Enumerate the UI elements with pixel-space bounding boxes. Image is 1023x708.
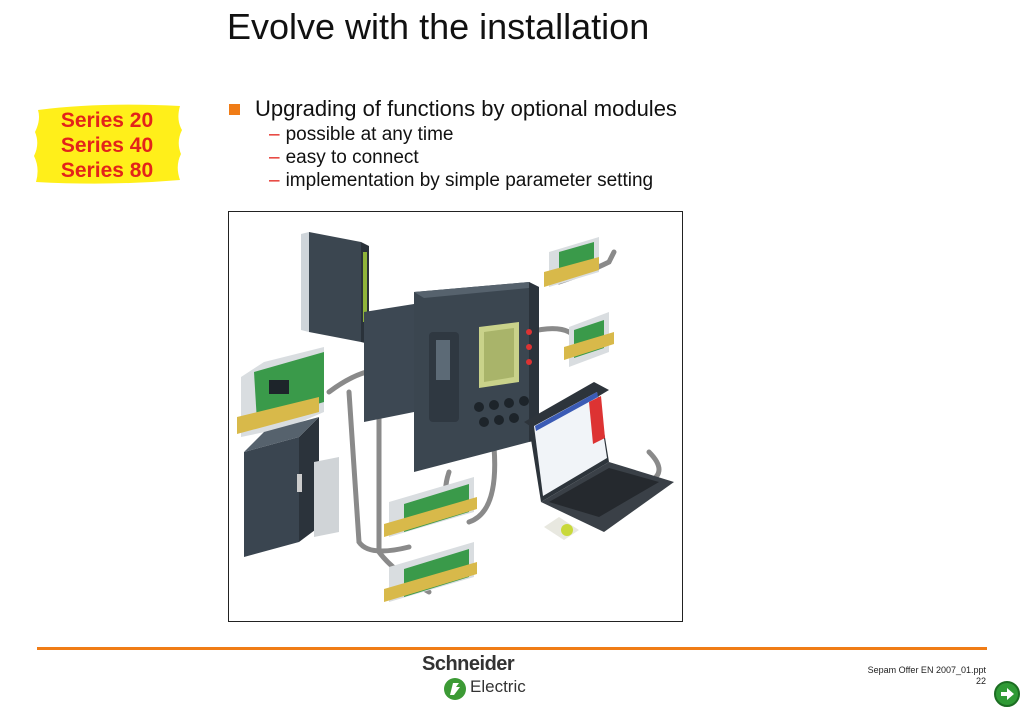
life-is-on-icon bbox=[444, 678, 466, 700]
io-module-bottom-upper bbox=[384, 477, 477, 537]
io-module-left bbox=[237, 347, 324, 437]
main-relay-unit bbox=[364, 282, 539, 472]
sub-bullet-1: – possible at any time bbox=[269, 124, 677, 147]
dash-marker: – bbox=[269, 147, 280, 168]
page-number: 22 bbox=[975, 676, 986, 686]
next-slide-button[interactable] bbox=[994, 681, 1020, 707]
io-module-mid-right bbox=[564, 312, 614, 367]
io-module-top-right bbox=[544, 237, 599, 287]
sub-bullet-text: implementation by simple parameter setti… bbox=[285, 170, 654, 191]
sub-bullet-3: – implementation by simple parameter set… bbox=[269, 170, 677, 193]
dash-marker: – bbox=[269, 170, 280, 191]
io-module-top-left bbox=[301, 232, 369, 344]
laptop-illustration bbox=[524, 382, 674, 540]
bullet-text: Upgrading of functions by optional modul… bbox=[255, 96, 677, 121]
badge-highlight-shape bbox=[34, 104, 182, 184]
arrow-right-circle-icon bbox=[1001, 688, 1014, 700]
schneider-electric-logo: Schneider Electric bbox=[420, 653, 540, 703]
badge-line-series-40: Series 40 bbox=[60, 134, 154, 157]
dash-marker: – bbox=[269, 124, 280, 145]
slide-title: Evolve with the installation bbox=[227, 6, 650, 47]
power-supply-unit bbox=[244, 417, 339, 557]
sub-bullet-text: possible at any time bbox=[285, 124, 454, 145]
square-bullet-icon bbox=[229, 103, 240, 115]
sub-bullet-2: – easy to connect bbox=[269, 147, 677, 170]
badge-line-series-80: Series 80 bbox=[60, 159, 154, 182]
footer-filename: Sepam Offer EN 2007_01.ppt bbox=[867, 665, 986, 675]
bullet-list: Upgrading of functions by optional modul… bbox=[229, 94, 677, 193]
io-module-bottom-lower bbox=[384, 542, 477, 602]
footer-divider bbox=[37, 647, 987, 650]
series-badge: Series 20 Series 40 Series 80 bbox=[30, 100, 184, 188]
installation-illustration bbox=[228, 211, 683, 622]
logo-text-bottom: Electric bbox=[470, 677, 526, 696]
logo-text-top: Schneider bbox=[422, 653, 515, 675]
badge-line-series-20: Series 20 bbox=[60, 109, 154, 132]
sepam-system-drawing bbox=[237, 232, 674, 602]
sub-bullet-text: easy to connect bbox=[285, 147, 419, 168]
bullet-item: Upgrading of functions by optional modul… bbox=[229, 94, 677, 124]
